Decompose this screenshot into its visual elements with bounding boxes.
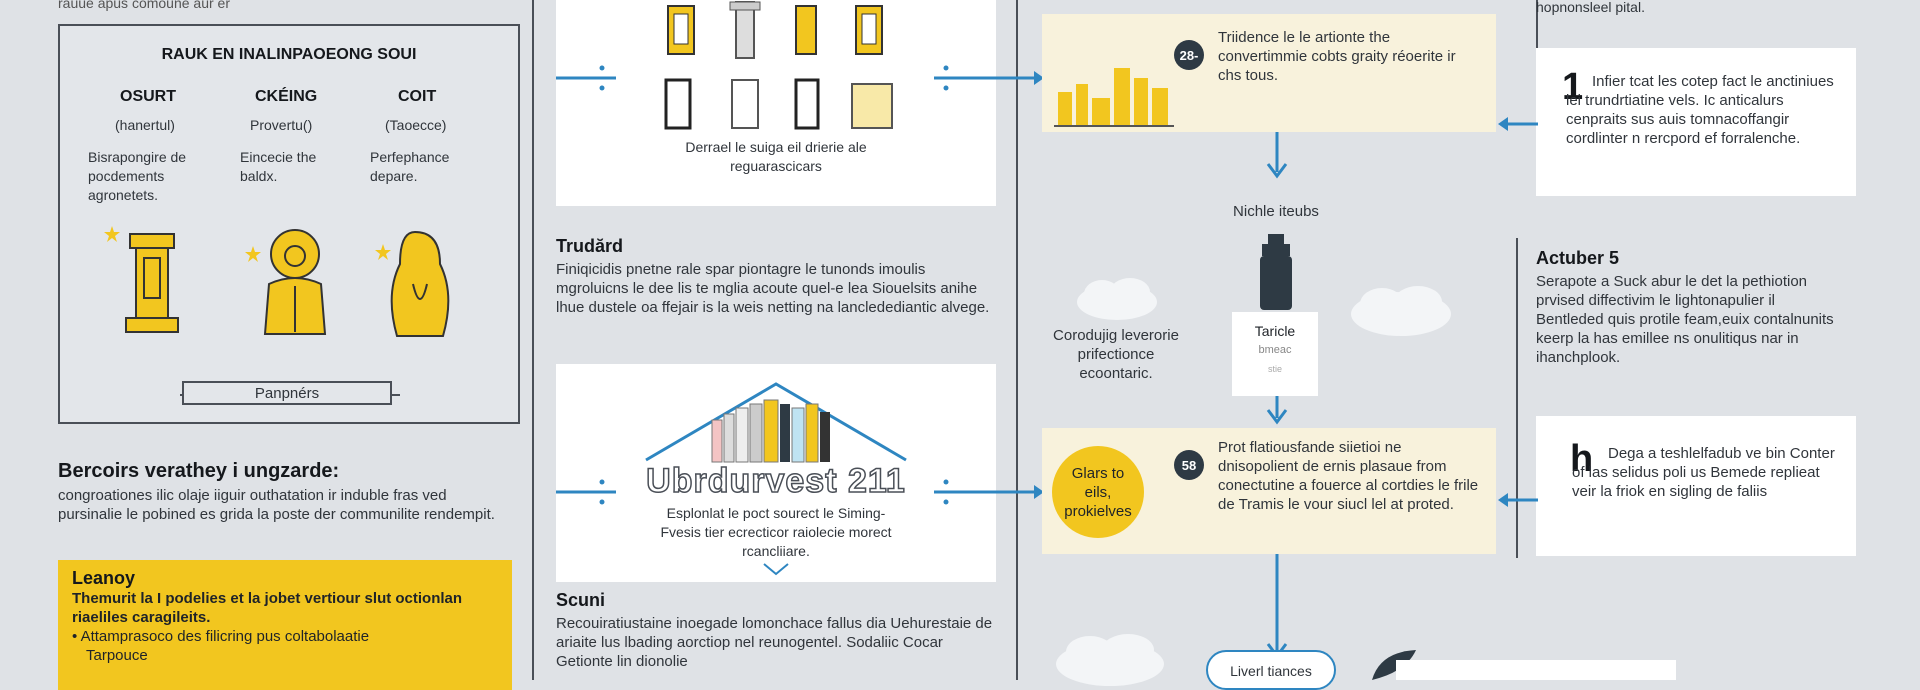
step2-text: Prot flatiousfande siietioi ne dnisopoli… [1218, 439, 1479, 513]
connector-mid-right [934, 479, 1044, 505]
flow-mid-label: Nichle iteubs [1233, 203, 1319, 220]
library-icon [645, 382, 907, 463]
city-skyline-icon [1054, 68, 1174, 127]
flow-step2-card: Glars to eils, prokielves 58 Prot flatio… [1042, 428, 1496, 554]
connector-top-left [556, 65, 616, 91]
center-mid-panel: Ubrdurvest 211 Esplonlat le poct sourect… [556, 364, 996, 582]
divider-2 [1016, 0, 1018, 680]
note1-index: 1 [1562, 66, 1584, 108]
cloud-icon-2 [1351, 286, 1451, 336]
vase-icon [375, 230, 450, 337]
center-top-panel: Derrael le suiga eil drierie ale reguara… [556, 0, 996, 206]
step1-number: 28- [1174, 40, 1204, 70]
legend-box: Leanoy Themurit la I podelies et la jobe… [58, 560, 512, 690]
flow-bottom-label: Liverl tiances [1230, 663, 1312, 679]
rank-panel: RAUK EN INALINPAOEONG SOUI OSURT (hanert… [58, 24, 520, 424]
step2-circle: Glars to eils, prokielves [1052, 446, 1144, 538]
flow-step1-card: 28- Triidence le le artionte the convert… [1042, 14, 1496, 132]
right-section-title: Actuber 5 [1536, 248, 1620, 268]
top-right-caption: hopnonsleel pital. [1536, 0, 1645, 15]
right-section-body: Serapote a Suck abur le det la pethiotio… [1536, 273, 1834, 366]
column-desc-3: Perfephance depare. [370, 149, 450, 184]
left-section-title: Bercoirs verathey i ungzarde: [58, 460, 340, 482]
column-desc-1: Bisrapongire de pocdements agronetets. [88, 149, 187, 203]
connector-note1 [1498, 117, 1538, 131]
flow-arrow-down-2 [1266, 396, 1288, 425]
connector-note2 [1498, 493, 1538, 507]
cloud-icon-1 [1077, 278, 1157, 320]
note1-text: Infier tcat les cotep fact le anctiniues… [1566, 73, 1834, 147]
column-sub-2: Provertu() [250, 117, 313, 133]
divider-3 [1536, 0, 1538, 72]
center-mid-caption: Esplonlat le poct sourect le Siming- Fve… [660, 505, 892, 559]
center-mid-banner: Ubrdurvest 211 [645, 461, 906, 501]
legend-title: Leanoy [72, 568, 136, 588]
tarticle-card: Taricle bmeac stie [1232, 312, 1318, 396]
bottle-icon [1260, 234, 1292, 310]
note2-text: Dega a teshlelfadub ve bin Conter of las… [1572, 445, 1835, 500]
flow-arrow-down-1 [1266, 132, 1288, 179]
bottom-right-strip [1396, 660, 1676, 680]
legend-lead: Themurit la I podelies et la jobet verti… [72, 589, 498, 627]
center-section2-title: Scuni [556, 590, 606, 610]
rank-panel-title: RAUK EN INALINPAOEONG SOUI [161, 46, 417, 63]
step2-circle-text: Glars to eils, prokielves [1064, 464, 1132, 520]
column-sub-3: (Taoecce) [385, 117, 447, 133]
center-section2-body: Recouiratiustaine inoegade lomonchace fa… [556, 615, 993, 670]
left-section-body: congroationes ilic olaje iiguir outhatat… [58, 487, 495, 523]
cloud-icon-3 [1056, 634, 1164, 686]
objects-row-icon [664, 1, 893, 130]
column-head-2: CKÉING [255, 88, 318, 105]
step2-number: 58 [1174, 450, 1204, 480]
center-section1-title: Trudărd [556, 236, 624, 256]
tarticle-sub: bmeac [1258, 344, 1292, 356]
top-left-caption: rauue apus comoune aur er [58, 0, 230, 11]
legend-bullet: • Attamprasoco des filicring pus coltabo… [72, 628, 370, 645]
connector-top-right [934, 65, 1044, 91]
rank-footer: Panpnérs [182, 381, 392, 405]
note2-index: h [1570, 438, 1594, 480]
legend-extra: Tarpouce [86, 647, 148, 664]
tarticle-tiny: stie [1267, 364, 1282, 374]
flow-left-label: Corodujig leverorie prifectionce ecoonta… [1053, 327, 1179, 382]
flow-bottom-card: Liverl tiances [1206, 650, 1336, 690]
column-head-3: COIT [398, 88, 437, 105]
connector-mid-left [556, 479, 616, 505]
legend-lead-text: Themurit la I podelies et la jobet verti… [72, 590, 463, 626]
flow-arrow-down-3 [1266, 554, 1288, 659]
center-top-caption: Derrael le suiga eil drierie ale reguara… [685, 139, 867, 174]
column-desc-2: Eincecie the baldx. [240, 149, 317, 184]
person-icon [245, 229, 327, 335]
divider-1 [532, 0, 534, 680]
divider-4 [1516, 238, 1518, 558]
tarticle-title: Taricle [1254, 323, 1296, 339]
chevron-down-icon [763, 563, 789, 576]
note2-card: h Dega a teshlelfadub ve bin Conter of l… [1536, 416, 1856, 556]
center-section1-body: Finiqicidis pnetne rale spar piontagre l… [556, 261, 990, 316]
legend-bullet-text: Attamprasoco des filicring pus coltabola… [80, 628, 370, 645]
column-sub-1: (hanertul) [115, 117, 175, 133]
column-head-1: OSURT [120, 88, 176, 105]
leaf-icon [1372, 650, 1416, 680]
note1-card: 1 Infier tcat les cotep fact le anctiniu… [1536, 48, 1856, 196]
step1-text: Triidence le le artionte the convertimmi… [1218, 29, 1456, 84]
pedestal-icon [104, 226, 179, 333]
